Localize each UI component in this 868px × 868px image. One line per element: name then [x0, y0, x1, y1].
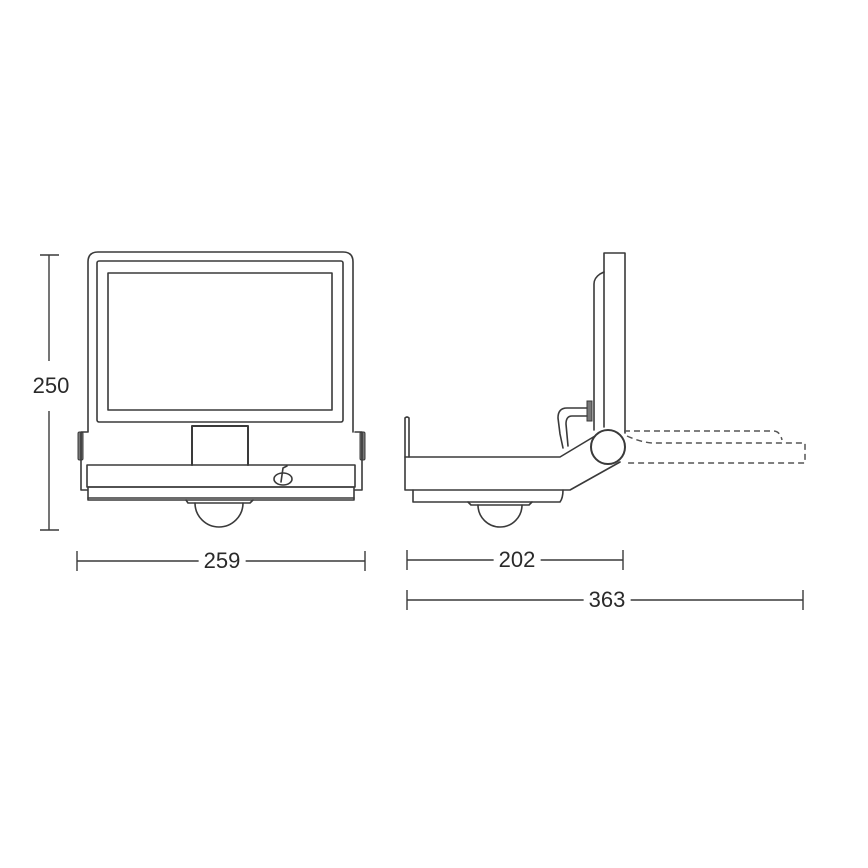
- front-bracket-upper: [86, 464, 356, 488]
- motion-sensor-dome: [194, 502, 244, 528]
- side-base-plate: [412, 489, 564, 503]
- cable: [280, 465, 288, 483]
- cable-gland: [273, 472, 293, 486]
- front-view: [77, 251, 366, 528]
- side-lamp-head: [603, 252, 626, 434]
- front-inner-frame: [96, 260, 344, 423]
- front-housing-outline: [87, 251, 354, 433]
- side-sensor-rim: [467, 501, 533, 506]
- sensor-window: [191, 425, 249, 466]
- left-hinge-plate: [80, 431, 88, 491]
- side-sensor-dome: [477, 504, 523, 528]
- dim-height-label: 250: [27, 374, 75, 398]
- dim-front-width-label: 259: [198, 549, 246, 573]
- motion-sensor-rim: [185, 499, 254, 504]
- pivot-joint: [590, 429, 626, 465]
- side-bracket: [404, 435, 621, 491]
- side-lamp-rear: [593, 271, 605, 431]
- side-view: [404, 252, 806, 528]
- side-wall-lip: [404, 416, 410, 458]
- mounting-screw: [586, 400, 593, 422]
- tilted-position-outline: [624, 430, 806, 464]
- right-hinge-plate: [354, 431, 363, 491]
- side-cable-loop: [557, 407, 588, 449]
- front-bracket-lower: [87, 486, 355, 501]
- side-cable-loop-inner: [565, 415, 588, 447]
- dimension-lines: [40, 254, 804, 610]
- dim-tilted-depth-label: 363: [583, 588, 631, 612]
- led-panel: [107, 272, 333, 411]
- dim-side-depth-label: 202: [493, 548, 541, 572]
